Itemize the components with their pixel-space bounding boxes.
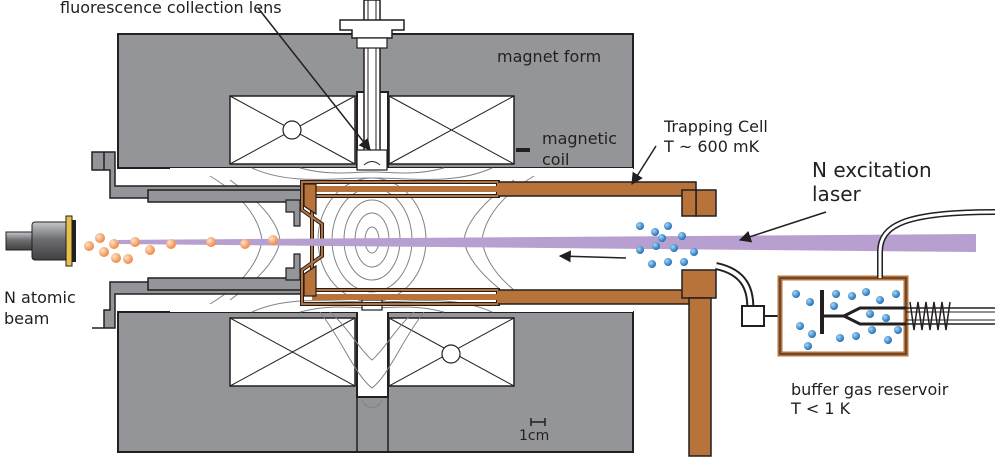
- lower-magnet-form: [117, 311, 634, 453]
- n-atom: [95, 233, 105, 243]
- laser-label-1: N excitation: [812, 158, 932, 182]
- n-atom: [130, 237, 140, 247]
- upper-flange: [147, 189, 309, 203]
- bellows: [909, 301, 951, 331]
- scale-bar: [530, 418, 546, 426]
- scale-label: 1cm: [519, 428, 550, 444]
- magnetic-coil-label-2: coil: [542, 150, 570, 169]
- lower-flange: [147, 277, 309, 291]
- lower-right-coil: [388, 317, 515, 387]
- reservoir-label-2: T < 1 K: [791, 399, 851, 418]
- n-atom: [145, 245, 155, 255]
- lens-label: fluorescence collection lens: [60, 0, 282, 17]
- lower-left-coil: [229, 317, 356, 387]
- trapping-cell: [300, 180, 717, 457]
- n-atoms: [84, 233, 278, 264]
- pointer-arrows: [257, 7, 827, 263]
- n-atom: [99, 247, 109, 257]
- n-atom: [123, 254, 133, 264]
- magnetic-coil-label-1: magnetic: [542, 129, 618, 148]
- n-atom: [166, 239, 176, 249]
- magnet-form-label: magnet form: [497, 47, 602, 66]
- n-atom: [240, 239, 250, 249]
- exit-pipes: [877, 209, 995, 331]
- buffer-gas-reservoir: [777, 275, 909, 357]
- buffer-gas-feed: [715, 262, 786, 327]
- n-atom: [268, 235, 278, 245]
- beam-label-2: beam: [4, 309, 50, 328]
- buffer-gas-cloud: [636, 222, 698, 268]
- trapping-cell-label-2: T ~ 600 mK: [664, 137, 760, 156]
- n-atom: [109, 239, 119, 249]
- n-atom: [111, 253, 121, 263]
- trapping-cell-label-1: Trapping Cell: [664, 117, 768, 136]
- laser-label-2: laser: [812, 182, 861, 206]
- laser-beam: [118, 234, 976, 252]
- reservoir-label-1: buffer gas reservoir: [791, 380, 949, 399]
- n-atom: [84, 241, 94, 251]
- beam-label-1: N atomic: [4, 288, 76, 307]
- n-atom: [206, 237, 216, 247]
- upper-right-coil: [388, 95, 515, 165]
- atomic-beam-source: [5, 215, 76, 267]
- lens-tube: [339, 0, 405, 171]
